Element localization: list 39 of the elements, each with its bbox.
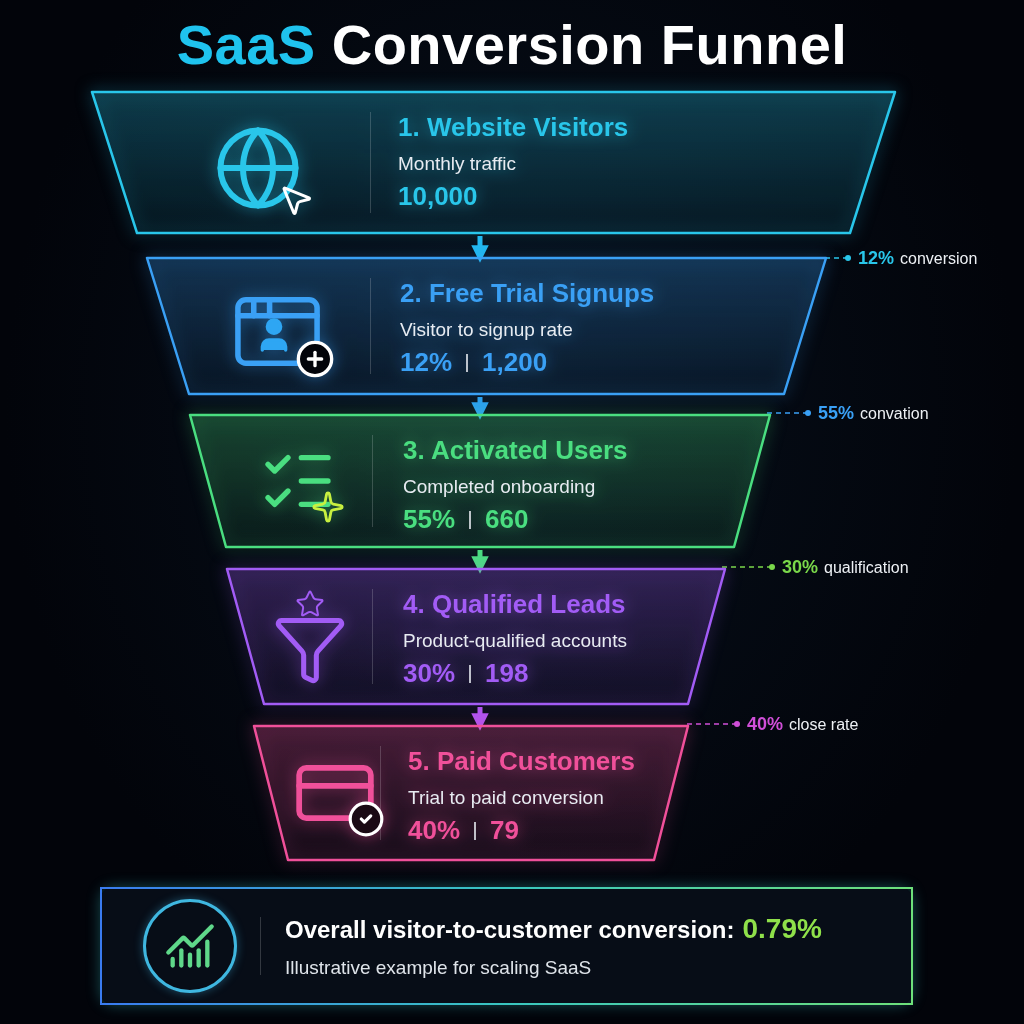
conversion-value: 0.79%	[742, 913, 822, 945]
rate-label: convation	[860, 404, 929, 423]
stage-value: 55%	[403, 504, 456, 535]
rate-label: close rate	[789, 715, 859, 734]
funnel-stage	[188, 413, 772, 549]
rate-label: qualification	[824, 558, 909, 577]
rate-value: 40%	[747, 713, 784, 735]
stage-value: 198	[485, 658, 529, 689]
stage-value: 660	[485, 504, 529, 535]
leader-line	[720, 564, 775, 570]
diagram-title: SaaS Conversion Funnel	[175, 12, 849, 77]
funnel-stage	[145, 256, 828, 396]
stage-title: 1. Website Visitors	[398, 112, 629, 143]
stage-title: 4. Qualified Leads	[403, 589, 627, 620]
summary-note: Illustrative example for scaling SaaS	[285, 957, 593, 979]
funnel-stage	[252, 724, 690, 862]
stage-description: Visitor to signup rate	[400, 319, 574, 341]
stage-title: 3. Activated Users	[403, 435, 628, 466]
funnel-stage	[225, 567, 727, 706]
stage-value: 12%	[400, 347, 453, 378]
stage-value: 79	[490, 815, 519, 846]
rate-label: conversion	[900, 249, 978, 268]
funnel-stage	[90, 90, 897, 235]
rate-value: 30%	[782, 556, 819, 578]
stage-value: 40%	[408, 815, 461, 846]
rate-value: 55%	[818, 402, 855, 424]
stage-description: Product-qualified accounts	[403, 630, 627, 652]
stage-description: Completed onboarding	[403, 476, 597, 498]
stage-value: 30%	[403, 658, 456, 689]
summary-card	[100, 887, 913, 1005]
stage-description: Trial to paid conversion	[408, 787, 605, 809]
stage-title: 2. Free Trial Signups	[400, 278, 655, 309]
stage-value: 10,000	[398, 181, 478, 212]
leader-line	[765, 410, 811, 416]
stage-title: 5. Paid Customers	[408, 746, 635, 777]
stage-value: 1,200	[482, 347, 548, 378]
stage-description: Monthly traffic	[398, 153, 517, 175]
rate-value: 12%	[858, 247, 895, 269]
summary-text: Overall visitor-to-customer conversion:	[285, 916, 735, 944]
